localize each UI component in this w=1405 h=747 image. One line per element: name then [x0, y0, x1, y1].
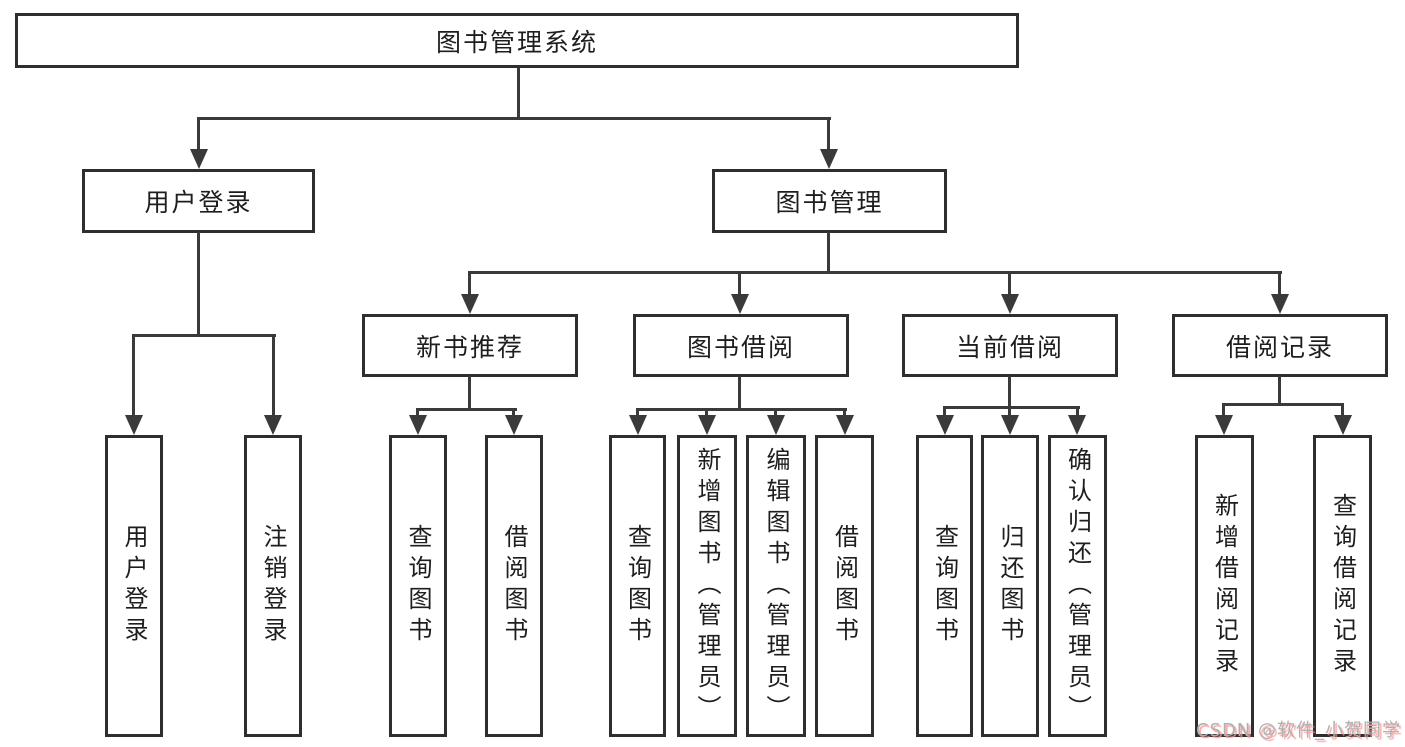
leaf-query-books-borrow: 查询图书	[609, 435, 666, 737]
connector-line	[517, 68, 520, 120]
connector-line	[636, 408, 847, 411]
connector-line	[943, 406, 946, 418]
connector-line	[943, 406, 1080, 409]
leaf-query-borrow-record: 查询借阅记录	[1313, 435, 1372, 737]
node-label: 归还图书	[996, 524, 1024, 648]
arrow-down-icon	[264, 415, 282, 435]
arrow-down-icon	[698, 415, 716, 435]
node-label: 新增图书（管理员）	[693, 446, 721, 726]
arrow-down-icon	[936, 415, 954, 435]
connector-line	[738, 376, 741, 411]
connector-line	[416, 408, 517, 411]
arrow-down-icon	[190, 149, 208, 169]
node-label: 用户登录	[144, 188, 253, 217]
node-label: 查询图书	[404, 524, 432, 648]
node-label: 借阅记录	[1225, 332, 1334, 362]
leaf-user-login: 用户登录	[105, 435, 163, 737]
arrow-down-icon	[1271, 294, 1289, 314]
root-node: 图书管理系统	[15, 13, 1019, 68]
node-label: 新增借阅记录	[1210, 493, 1239, 679]
connector-line	[132, 334, 135, 418]
leaf-confirm-return-admin: 确认归还（管理员）	[1048, 435, 1107, 737]
node-label: 注销登录	[259, 524, 287, 648]
connector-line	[1278, 271, 1281, 297]
connector-line	[827, 232, 830, 274]
branch-book-management: 图书管理	[712, 169, 947, 233]
arrow-down-icon	[1001, 294, 1019, 314]
connector-line	[774, 408, 777, 418]
branch-user-login: 用户登录	[82, 169, 315, 233]
leaf-query-books-recommend: 查询图书	[389, 435, 447, 737]
branch-borrow-records: 借阅记录	[1172, 314, 1388, 377]
leaf-add-book-admin: 新增图书（管理员）	[677, 435, 737, 737]
node-label: 新书推荐	[415, 332, 524, 362]
leaf-query-books-current: 查询图书	[916, 435, 973, 737]
node-label: 查询图书	[623, 524, 652, 648]
connector-line	[1076, 406, 1079, 418]
arrow-down-icon	[125, 415, 143, 435]
branch-new-book-recommend: 新书推荐	[362, 314, 578, 377]
arrow-down-icon	[1068, 415, 1086, 435]
connector-line	[1222, 403, 1344, 406]
connector-line	[705, 408, 708, 418]
node-label: 查询图书	[930, 524, 959, 648]
connector-line	[416, 408, 419, 418]
connector-line	[843, 408, 846, 418]
node-label: 图书借阅	[686, 332, 795, 362]
connector-line	[468, 376, 471, 411]
leaf-borrow-books-recommend: 借阅图书	[485, 435, 543, 737]
connector-line	[636, 408, 639, 418]
connector-line	[827, 117, 830, 153]
connector-line	[468, 271, 471, 297]
leaf-borrow-books: 借阅图书	[815, 435, 874, 737]
connector-line	[197, 117, 831, 120]
leaf-add-borrow-record: 新增借阅记录	[1195, 435, 1254, 737]
connector-line	[1008, 271, 1011, 297]
arrow-down-icon	[767, 415, 785, 435]
arrow-down-icon	[409, 415, 427, 435]
arrow-down-icon	[1215, 415, 1233, 435]
branch-book-borrow: 图书借阅	[633, 314, 849, 377]
node-label: 查询借阅记录	[1328, 493, 1357, 679]
arrow-down-icon	[836, 415, 854, 435]
leaf-logout: 注销登录	[244, 435, 302, 737]
arrow-down-icon	[505, 415, 523, 435]
connector-line	[132, 334, 276, 337]
arrow-down-icon	[461, 294, 479, 314]
connector-line	[197, 117, 200, 153]
arrow-down-icon	[820, 149, 838, 169]
arrow-down-icon	[731, 294, 749, 314]
node-label: 图书管理	[775, 188, 884, 217]
node-label: 用户登录	[120, 524, 148, 648]
connector-line	[1222, 403, 1225, 417]
connector-line	[197, 232, 200, 337]
node-label: 编辑图书（管理员）	[762, 446, 790, 726]
connector-line	[1008, 376, 1011, 409]
connector-line	[512, 408, 515, 418]
arrow-down-icon	[629, 415, 647, 435]
connector-line	[1341, 403, 1344, 417]
node-label: 借阅图书	[500, 524, 528, 648]
connector-line	[468, 271, 1282, 274]
connector-line	[738, 271, 741, 297]
arrow-down-icon	[1334, 415, 1352, 435]
connector-line	[272, 334, 275, 418]
leaf-return-book: 归还图书	[981, 435, 1039, 737]
arrow-down-icon	[1001, 415, 1019, 435]
leaf-edit-book-admin: 编辑图书（管理员）	[746, 435, 806, 737]
connector-line	[1278, 376, 1281, 406]
csdn-watermark: CSDN @软件_小贺同学	[1195, 720, 1401, 741]
connector-line	[1008, 406, 1011, 418]
node-label: 确认归还（管理员）	[1063, 446, 1092, 726]
node-label: 当前借阅	[955, 332, 1064, 362]
node-label: 图书管理系统	[435, 27, 598, 57]
node-label: 借阅图书	[830, 524, 859, 648]
branch-current-borrow: 当前借阅	[902, 314, 1118, 377]
